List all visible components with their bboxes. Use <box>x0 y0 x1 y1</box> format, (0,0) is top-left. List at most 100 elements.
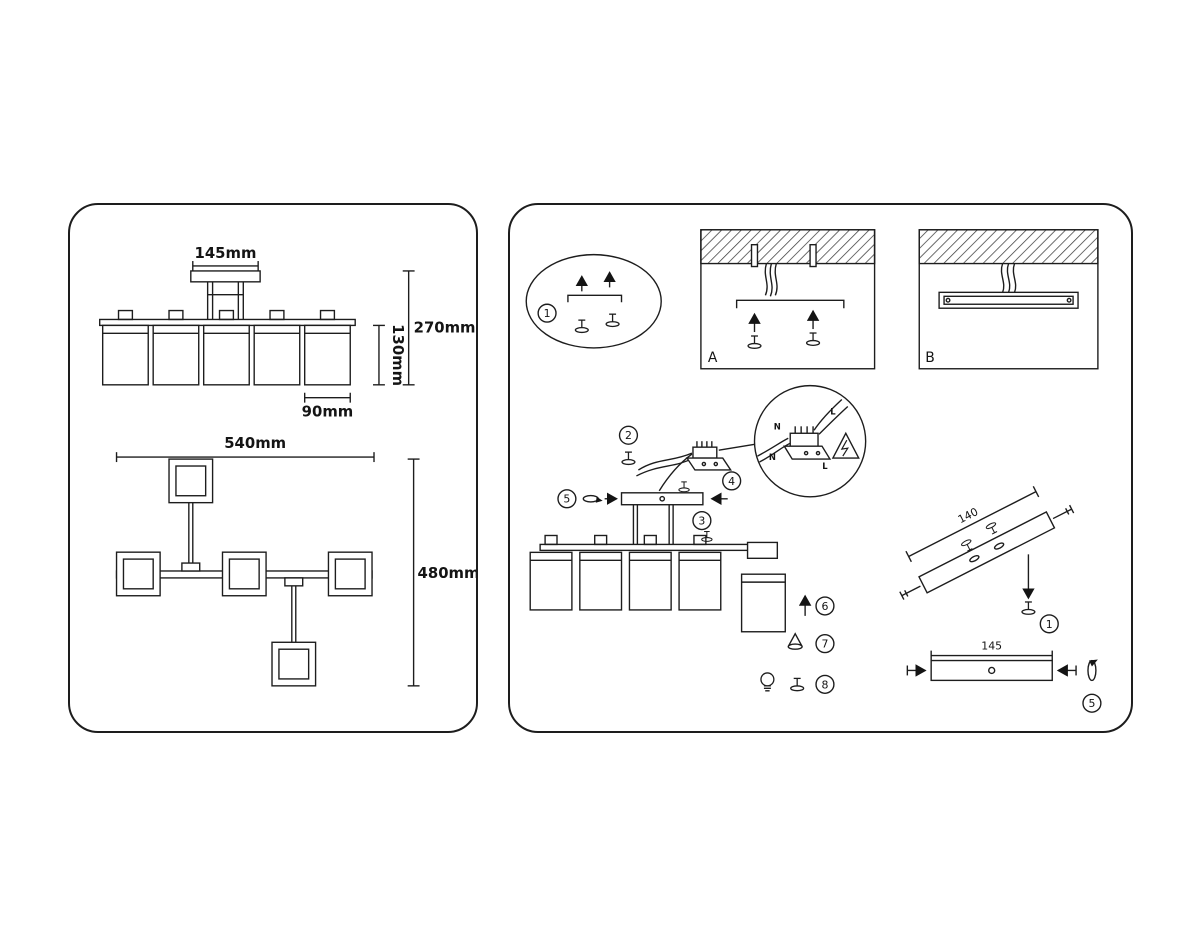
fixture-depth-dimension: 480mm <box>407 458 476 687</box>
rotation-icon <box>582 494 599 503</box>
dowel-icon <box>809 244 817 268</box>
wire <box>1012 263 1017 293</box>
wire <box>813 399 843 431</box>
anchor-icon <box>790 677 805 692</box>
wire <box>1000 263 1005 293</box>
wire <box>1006 263 1011 293</box>
step-5-badge: 5 <box>557 489 577 509</box>
terminal-block-icon <box>692 446 718 459</box>
step-8-badge: 8 <box>815 674 835 694</box>
step-6-number: 6 <box>821 600 828 613</box>
dim-fixture-height: 270mm <box>414 318 476 336</box>
ceiling-hatch <box>918 229 1099 265</box>
wire <box>759 442 791 463</box>
dim-shade-width: 90mm <box>302 403 354 421</box>
rod-connector <box>181 562 201 572</box>
mounting-bar <box>938 291 1079 309</box>
screw-icon <box>901 585 921 597</box>
rod-connector <box>284 577 304 587</box>
screw-icon <box>621 451 636 466</box>
dim-fixture-width: 540mm <box>224 434 286 452</box>
step-1-badge-right: 1 <box>1039 614 1059 634</box>
step-5-canopy: 5 <box>557 481 728 509</box>
mounting-bar-front: 145 5 <box>906 640 1102 713</box>
wire <box>774 263 778 296</box>
shade-width-dimension: 90mm <box>302 392 354 421</box>
mounting-bracket <box>567 294 623 303</box>
top-view-drawing: 540mm <box>115 434 476 687</box>
wire <box>769 263 773 297</box>
step-7-badge: 7 <box>815 634 835 654</box>
installation-panel: 1 A <box>508 203 1133 733</box>
dim-hole-spacing: 140 <box>956 505 981 526</box>
lamp-shades-top <box>115 458 373 687</box>
screw-icon <box>678 481 690 493</box>
fixture-width-dimension <box>115 452 375 463</box>
fixture-assembly: 6 <box>529 504 835 633</box>
option-a-label: A <box>708 350 718 366</box>
top-view-rods <box>188 502 297 643</box>
live-label: L <box>830 406 836 416</box>
step-3-number: 3 <box>698 515 705 528</box>
detail-leader <box>718 443 756 451</box>
live-label: L <box>822 461 828 471</box>
installation-diagram: 1 A <box>525 229 1102 713</box>
step-5-number: 5 <box>1088 697 1095 710</box>
dowel-icon <box>750 244 759 268</box>
dimensions-diagram: 145mm <box>99 244 476 687</box>
step-6-badge: 6 <box>815 596 835 616</box>
mounting-option-a: A <box>700 229 876 370</box>
screw-icon <box>701 530 713 542</box>
step-2-badge: 2 <box>618 425 639 445</box>
finial-icon <box>788 632 803 646</box>
dim-canopy-width: 145mm <box>195 244 257 262</box>
step-3-screw: 3 <box>692 510 713 542</box>
lamp-shades <box>529 551 722 611</box>
arm-bar <box>539 543 762 552</box>
arm-bar <box>99 318 356 327</box>
wire <box>658 453 693 492</box>
shade-height-dimension: 130mm <box>373 324 407 386</box>
ceiling-hatch <box>700 229 876 265</box>
dim-fixture-depth: 480mm <box>418 564 476 582</box>
anchor-icon <box>1021 601 1036 615</box>
step-4-number: 4 <box>728 475 735 488</box>
lamp-shades-front <box>101 309 351 386</box>
step-1-number: 1 <box>544 307 551 320</box>
detached-shade <box>740 573 786 633</box>
warning-icon <box>831 431 860 459</box>
step-1-anchor-detail: 1 <box>525 253 662 349</box>
step-7-number: 7 <box>821 638 828 651</box>
step-4-badge: 4 <box>722 471 742 491</box>
mounting-option-b: B <box>918 229 1099 370</box>
step-7-finial: 7 <box>787 632 835 654</box>
screw-icon <box>1052 508 1072 520</box>
mounting-bar <box>930 659 1053 682</box>
step-5-badge-right: 5 <box>1082 693 1102 713</box>
step-5-number: 5 <box>563 493 570 506</box>
terminal-connection: 4 <box>636 441 756 492</box>
step-1-badge: 1 <box>537 303 557 323</box>
mounting-bar-perspective: 140 <box>899 485 1075 600</box>
step-2-screw: 2 <box>618 425 639 466</box>
bulb-icon <box>760 672 775 692</box>
wire <box>818 405 849 435</box>
step-2-number: 2 <box>625 429 632 442</box>
dowel-icon <box>984 521 1000 536</box>
canopy <box>190 270 261 283</box>
anchor-step-1: 1 <box>1021 554 1059 634</box>
canopy-posts <box>206 281 244 320</box>
canopy-bar <box>620 492 704 506</box>
dimensions-panel: 145mm <box>68 203 478 733</box>
step-3-badge: 3 <box>692 510 712 531</box>
terminal-block-icon <box>789 432 819 447</box>
step-1-number: 1 <box>1046 618 1053 631</box>
wiring-detail: N L N L <box>753 384 867 498</box>
step-8-bulb: 8 <box>760 672 835 694</box>
mounting-bar <box>918 511 1056 594</box>
lightning-bolt <box>840 439 849 457</box>
mounting-bar-inner <box>943 295 1074 305</box>
wire <box>638 452 693 471</box>
step-8-number: 8 <box>821 678 828 691</box>
mounting-bracket <box>735 299 845 309</box>
